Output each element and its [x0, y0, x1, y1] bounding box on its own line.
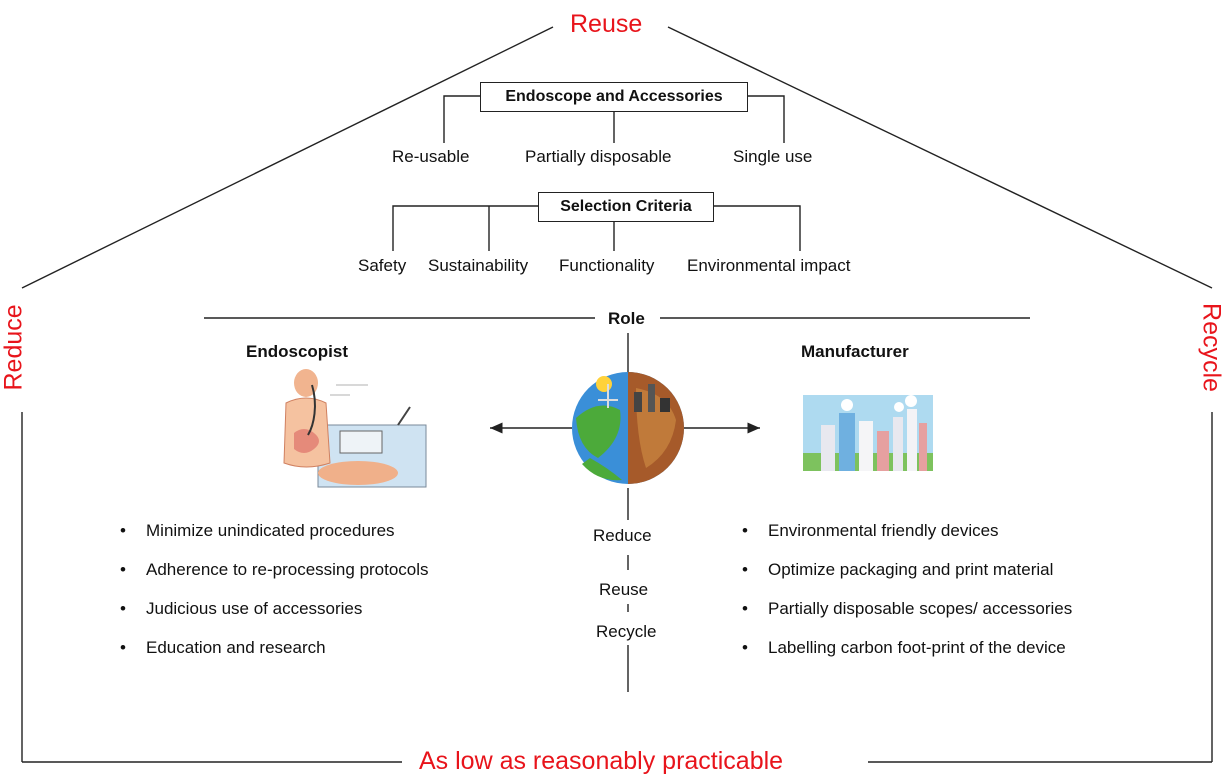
alarp-bottom-label: As low as reasonably practicable	[419, 747, 783, 776]
endoscopist-title: Endoscopist	[246, 342, 348, 362]
selection-criteria-box: Selection Criteria	[538, 192, 714, 222]
list-item: Labelling carbon foot-print of the devic…	[742, 638, 1072, 677]
center-reduce: Reduce	[593, 526, 652, 546]
list-item: Environmental friendly devices	[742, 521, 1072, 560]
criteria-safety: Safety	[358, 256, 406, 276]
center-recycle: Recycle	[596, 622, 656, 642]
option-partially-disposable: Partially disposable	[525, 147, 671, 167]
list-item: Minimize unindicated procedures	[120, 521, 429, 560]
option-reusable: Re-usable	[392, 147, 470, 167]
roof-line-left	[22, 27, 553, 288]
endoscopist-list: Minimize unindicated procedures Adherenc…	[120, 521, 429, 677]
list-item: Education and research	[120, 638, 429, 677]
earth-green-polluted-globe-icon	[572, 372, 684, 484]
criteria-sustainability: Sustainability	[428, 256, 528, 276]
manufacturer-title: Manufacturer	[801, 342, 909, 362]
role-title: Role	[608, 309, 645, 329]
manufacturer-list: Environmental friendly devices Optimize …	[742, 521, 1072, 677]
factory-city-illustration-icon	[803, 395, 933, 471]
list-item: Partially disposable scopes/ accessories	[742, 599, 1072, 638]
option-single-use: Single use	[733, 147, 812, 167]
endoscopy-illustration-icon	[284, 369, 426, 487]
reduce-side-label: Reduce	[0, 305, 29, 391]
list-item: Optimize packaging and print material	[742, 560, 1072, 599]
reuse-top-label: Reuse	[570, 10, 642, 39]
criteria-environmental-impact: Environmental impact	[687, 256, 850, 276]
center-reuse: Reuse	[599, 580, 648, 600]
endoscope-accessories-box: Endoscope and Accessories	[480, 82, 748, 112]
criteria-functionality: Functionality	[559, 256, 654, 276]
list-item: Judicious use of accessories	[120, 599, 429, 638]
recycle-side-label: Recycle	[1197, 300, 1223, 396]
list-item: Adherence to re-processing protocols	[120, 560, 429, 599]
